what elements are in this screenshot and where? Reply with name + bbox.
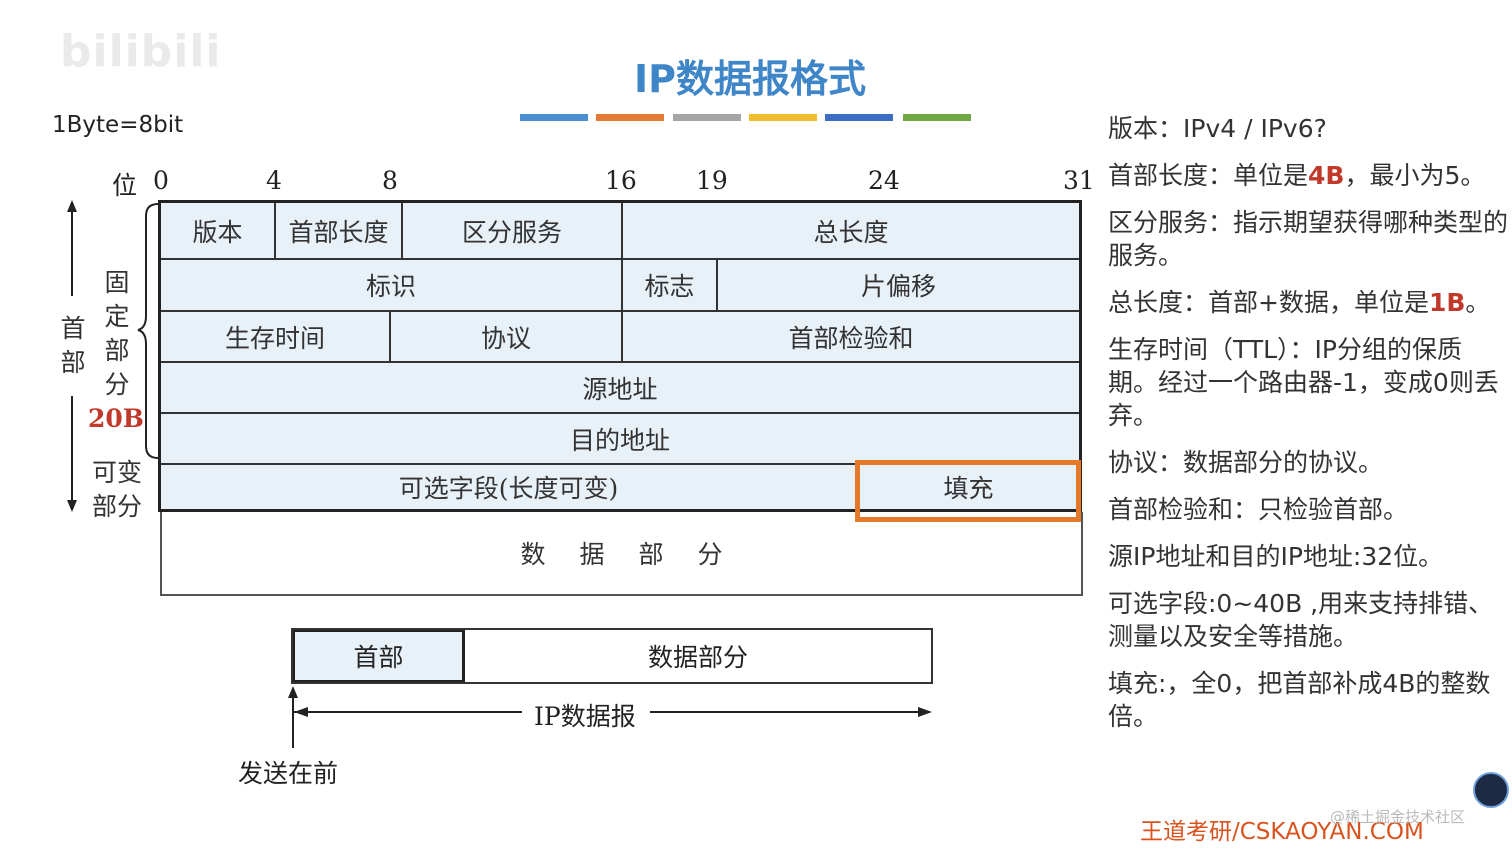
packet-diagram: 首部 数据部分 xyxy=(291,628,933,684)
field-options: 可选字段(长度可变) xyxy=(161,465,858,509)
side-label-header: 首部 xyxy=(60,314,86,377)
byte-note: 1Byte=8bit xyxy=(52,112,184,138)
note-total-length-unit: 1B xyxy=(1428,288,1466,317)
color-bar-5 xyxy=(825,114,893,121)
color-bar-2 xyxy=(596,114,664,121)
bilibili-watermark-logo: bilibili xyxy=(60,26,222,77)
field-protocol: 协议 xyxy=(391,312,623,363)
field-header-length: 首部长度 xyxy=(276,203,403,260)
packet-header: 首部 xyxy=(293,630,465,682)
note-ttl: 生存时间（TTL）：IP分组的保质期。经过一个路由器-1，变成0则丢弃。 xyxy=(1108,335,1499,430)
bit-label: 位 xyxy=(112,171,138,200)
field-ttl: 生存时间 xyxy=(161,312,391,363)
side-brackets-arrows xyxy=(67,200,159,512)
note-addresses: 源IP地址和目的IP地址:32位。 xyxy=(1108,542,1444,571)
field-identification: 标识 xyxy=(161,260,623,312)
bit-pos-0: 0 xyxy=(153,166,169,195)
bit-pos-31: 31 xyxy=(1063,166,1095,195)
note-diff-service: 区分服务：指示期望获得哪种类型的服务。 xyxy=(1108,208,1509,270)
bit-pos-19: 19 xyxy=(696,166,728,195)
note-padding: 填充:，全0，把首部补成4B的整数倍。 xyxy=(1108,669,1491,731)
note-protocol: 协议：数据部分的协议。 xyxy=(1108,448,1384,477)
footer-watermark: @稀土掘金技术社区 xyxy=(1330,808,1466,826)
note-header-length-unit: 4B xyxy=(1308,161,1345,190)
note-total-length-text: 总长度：首部+数据，单位是 xyxy=(1108,288,1429,317)
packet-data: 数据部分 xyxy=(647,643,748,672)
avatar-circle-icon[interactable] xyxy=(1473,772,1509,808)
note-total-length-tail: 。 xyxy=(1465,288,1491,317)
padding-highlight-box xyxy=(855,460,1081,522)
note-total-length: 总长度：首部+数据，单位是1B。 xyxy=(1108,286,1508,319)
side-label-20b: 20B xyxy=(88,404,144,433)
footer-brand: 王道考研/CSKAOYAN.COM xyxy=(1140,819,1424,845)
color-bar-1 xyxy=(520,114,588,121)
side-label-variable-part: 可变部分 xyxy=(91,458,142,521)
bit-pos-24: 24 xyxy=(868,166,900,195)
data-part-row: 数据部分 xyxy=(160,512,1083,596)
note-header-length: 首部长度：单位是4B，最小为5。 xyxy=(1108,159,1508,192)
bit-pos-4: 4 xyxy=(266,166,282,195)
label-ip-datagram: IP数据报 xyxy=(534,702,636,731)
packet-arrows xyxy=(288,686,932,748)
field-version: 版本 xyxy=(161,203,276,260)
field-source-address: 源地址 xyxy=(161,363,1079,414)
notes-panel: 版本：IPv4 / IPv6? 首部长度：单位是4B，最小为5。 区分服务：指示… xyxy=(1108,112,1508,747)
field-padding: 填充 xyxy=(943,474,994,503)
note-header-length-text: 首部长度：单位是 xyxy=(1108,161,1309,190)
field-total-length: 总长度 xyxy=(623,203,1079,260)
field-checksum: 首部检验和 xyxy=(623,312,1079,363)
slide-title: IP数据报格式 xyxy=(634,57,866,101)
color-bar-6 xyxy=(903,114,971,121)
field-flags: 标志 xyxy=(623,260,718,312)
note-header-length-tail: ，最小为5。 xyxy=(1344,161,1486,190)
note-options: 可选字段:0~40B ,用来支持排错、测量以及安全等措施。 xyxy=(1108,589,1494,651)
bit-pos-16: 16 xyxy=(605,166,637,195)
color-bar-4 xyxy=(749,114,817,121)
note-version: 版本：IPv4 / IPv6? xyxy=(1108,114,1327,143)
field-diff-service: 区分服务 xyxy=(403,203,623,260)
field-dest-address: 目的地址 xyxy=(161,414,1079,465)
note-checksum: 首部检验和：只检验首部。 xyxy=(1108,495,1409,524)
color-bar-3 xyxy=(673,114,741,121)
side-label-fixed-part: 固定部分 xyxy=(104,268,130,399)
bit-pos-8: 8 xyxy=(382,166,398,195)
label-send-first: 发送在前 xyxy=(238,759,339,788)
field-fragment-offset: 片偏移 xyxy=(718,260,1079,312)
